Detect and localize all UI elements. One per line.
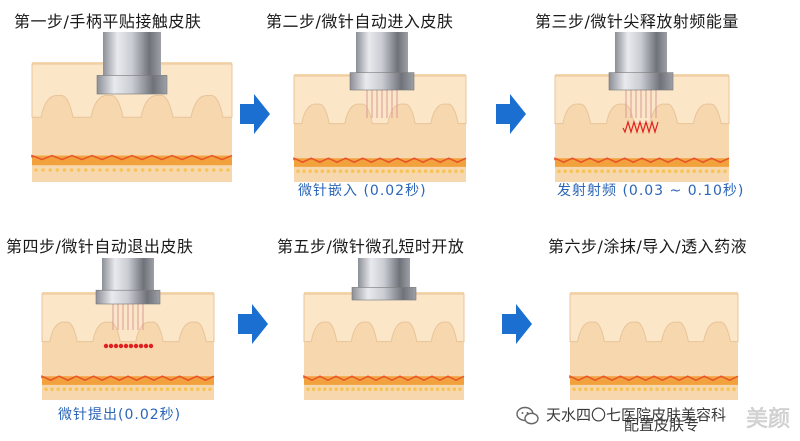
skin-layers	[293, 74, 467, 182]
skin-layers	[303, 292, 465, 400]
step-1-title: 第一步/手柄平贴接触皮肤	[14, 12, 202, 31]
svg-text:美颜: 美颜	[746, 407, 790, 432]
step-3-illustration	[554, 32, 730, 182]
watermark: 天水四〇七医院皮肤美容科 配置皮肤专 美颜	[516, 398, 796, 438]
step-6-title: 第六步/涂抹/导入/透入药液	[548, 237, 748, 256]
skin-layers	[569, 292, 739, 400]
chinese-seal-logo: 美颜	[746, 407, 791, 433]
step-3-title: 第三步/微针尖释放射频能量	[535, 12, 739, 31]
step-2-illustration	[293, 32, 467, 182]
handpiece	[351, 258, 417, 301]
handpiece	[95, 258, 161, 305]
rf-energy-wave	[622, 119, 659, 135]
handpiece	[96, 32, 168, 95]
step-2-caption: 微针嵌入 (0.02秒)	[298, 183, 427, 199]
step-4-caption: 微针提出(0.02秒)	[58, 407, 182, 423]
step-2-title: 第二步/微针自动进入皮肤	[266, 12, 454, 31]
handpiece	[349, 32, 415, 91]
wechat-icon	[516, 406, 539, 425]
step-4-illustration	[41, 258, 215, 400]
arrow-right-icon	[240, 94, 270, 134]
step-3-caption: 发射射频 (0.03 ~ 0.10秒)	[557, 183, 745, 199]
handpiece	[608, 32, 674, 91]
step-5-illustration	[303, 258, 465, 400]
step-5-title: 第五步/微针微孔短时开放	[277, 237, 465, 256]
watermark-text: 天水四〇七医院皮肤美容科	[546, 406, 727, 424]
step-6-illustration	[569, 292, 739, 400]
arrow-right-icon	[496, 94, 526, 134]
arrow-right-icon	[238, 304, 268, 344]
arrow-right-icon	[502, 304, 532, 344]
step-4-title: 第四步/微针自动退出皮肤	[6, 237, 194, 256]
microneedles	[112, 300, 144, 330]
step-1-illustration	[31, 32, 233, 182]
coagulation-dots	[103, 343, 154, 349]
watermark-subtext: 配置皮肤专	[624, 416, 700, 434]
